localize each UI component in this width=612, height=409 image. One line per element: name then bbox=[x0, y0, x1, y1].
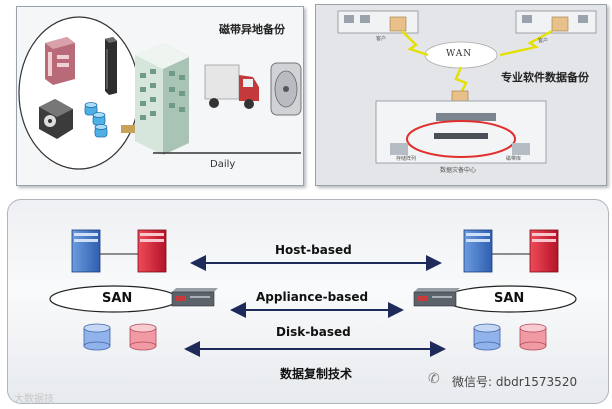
storage-cabinet-icon bbox=[45, 37, 75, 85]
tape-drive-icon bbox=[39, 99, 73, 139]
host-based-label: Host-based bbox=[275, 243, 352, 257]
backup-server-icons bbox=[389, 16, 569, 32]
wechat-id: 微信号: dbdr1573520 bbox=[452, 375, 578, 389]
san-right-label: SAN bbox=[494, 291, 525, 306]
tape-offsite-panel: 磁带异地备份 Daily bbox=[16, 6, 304, 186]
software-backup-panel: 专业软件数据备份 WAN 客户 客户 存储阵列 磁带库 数据灾备中心 bbox=[315, 4, 607, 186]
tape-library-icon bbox=[512, 143, 530, 155]
wan-link-down bbox=[454, 66, 468, 94]
left-blue-disk-icon bbox=[83, 323, 111, 351]
client-label-left: 客户 bbox=[376, 36, 387, 42]
left-blue-server-icon bbox=[71, 229, 101, 273]
center-server-icon bbox=[436, 113, 496, 121]
left-appliance-icon bbox=[171, 288, 218, 307]
appliance-based-label: Appliance-based bbox=[256, 290, 369, 304]
right-red-server-icon bbox=[529, 229, 559, 273]
right-pink-disk-icon bbox=[519, 323, 547, 351]
left-red-server-icon bbox=[137, 229, 167, 273]
replication-tech-title: 数据复制技术 bbox=[280, 367, 353, 381]
wan-link-left bbox=[401, 30, 429, 57]
disk-array-icon bbox=[390, 143, 408, 155]
disk-array-label: 存储阵列 bbox=[396, 156, 417, 162]
office-building-icon bbox=[121, 43, 189, 155]
disk-based-label: Disk-based bbox=[276, 325, 351, 339]
wan-label: WAN bbox=[446, 49, 473, 59]
watermark-text: 大数据技 bbox=[14, 394, 54, 405]
client-label-right: 客户 bbox=[538, 38, 549, 44]
right-appliance-icon bbox=[413, 288, 460, 307]
wechat-icon: ✆ bbox=[428, 371, 440, 387]
wan-link-right bbox=[499, 29, 553, 57]
left-pink-disk-icon bbox=[129, 323, 157, 351]
vault-icon bbox=[270, 62, 302, 116]
tape-library-label: 磁带库 bbox=[506, 156, 522, 162]
client-computer-icons bbox=[344, 15, 588, 23]
tower-server-icon bbox=[105, 37, 117, 95]
software-backup-title: 专业软件数据备份 bbox=[501, 71, 589, 84]
san-switch-icon bbox=[434, 133, 488, 139]
san-left-label: SAN bbox=[102, 291, 133, 306]
software-backup-illustration bbox=[337, 10, 597, 164]
tape-backup-title: 磁带异地备份 bbox=[219, 23, 285, 36]
truck-icon bbox=[204, 64, 259, 109]
data-center-label: 数据灾备中心 bbox=[440, 167, 477, 174]
tape-offsite-illustration bbox=[18, 16, 302, 170]
right-blue-disk-icon bbox=[473, 323, 501, 351]
tape-cartridge-icons bbox=[84, 102, 108, 138]
right-blue-server-icon bbox=[463, 229, 493, 273]
daily-label: Daily bbox=[210, 159, 236, 170]
data-center-ring bbox=[406, 120, 516, 158]
